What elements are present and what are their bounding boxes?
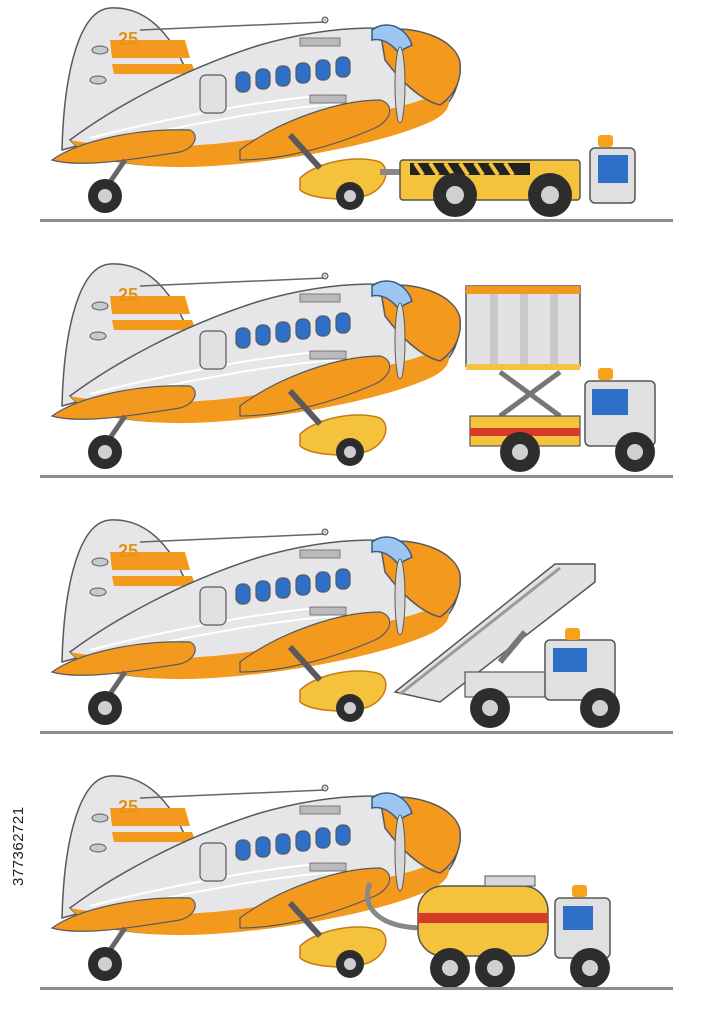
- pushback-tug-icon: [380, 135, 636, 217]
- stock-id-text: 377362721: [10, 806, 27, 886]
- plane-illustration: [0, 768, 611, 988]
- plane-illustration: [0, 512, 620, 728]
- airstair-truck-icon: [393, 563, 620, 728]
- ground-line: [40, 475, 673, 478]
- scene-catering: [0, 256, 714, 506]
- plane-illustration: [0, 0, 636, 217]
- fuel-tanker-truck-icon: [364, 875, 611, 988]
- scene-airstair: [0, 512, 714, 762]
- scene-pushback: [0, 0, 714, 250]
- plane-illustration: [0, 256, 656, 472]
- ground-line: [40, 731, 673, 734]
- catering-lift-truck-icon: [465, 285, 656, 472]
- ground-line: [40, 219, 673, 222]
- scene-fuel: [0, 768, 714, 1018]
- stock-id-label: 377362721: [8, 768, 30, 888]
- ground-line: [40, 987, 673, 990]
